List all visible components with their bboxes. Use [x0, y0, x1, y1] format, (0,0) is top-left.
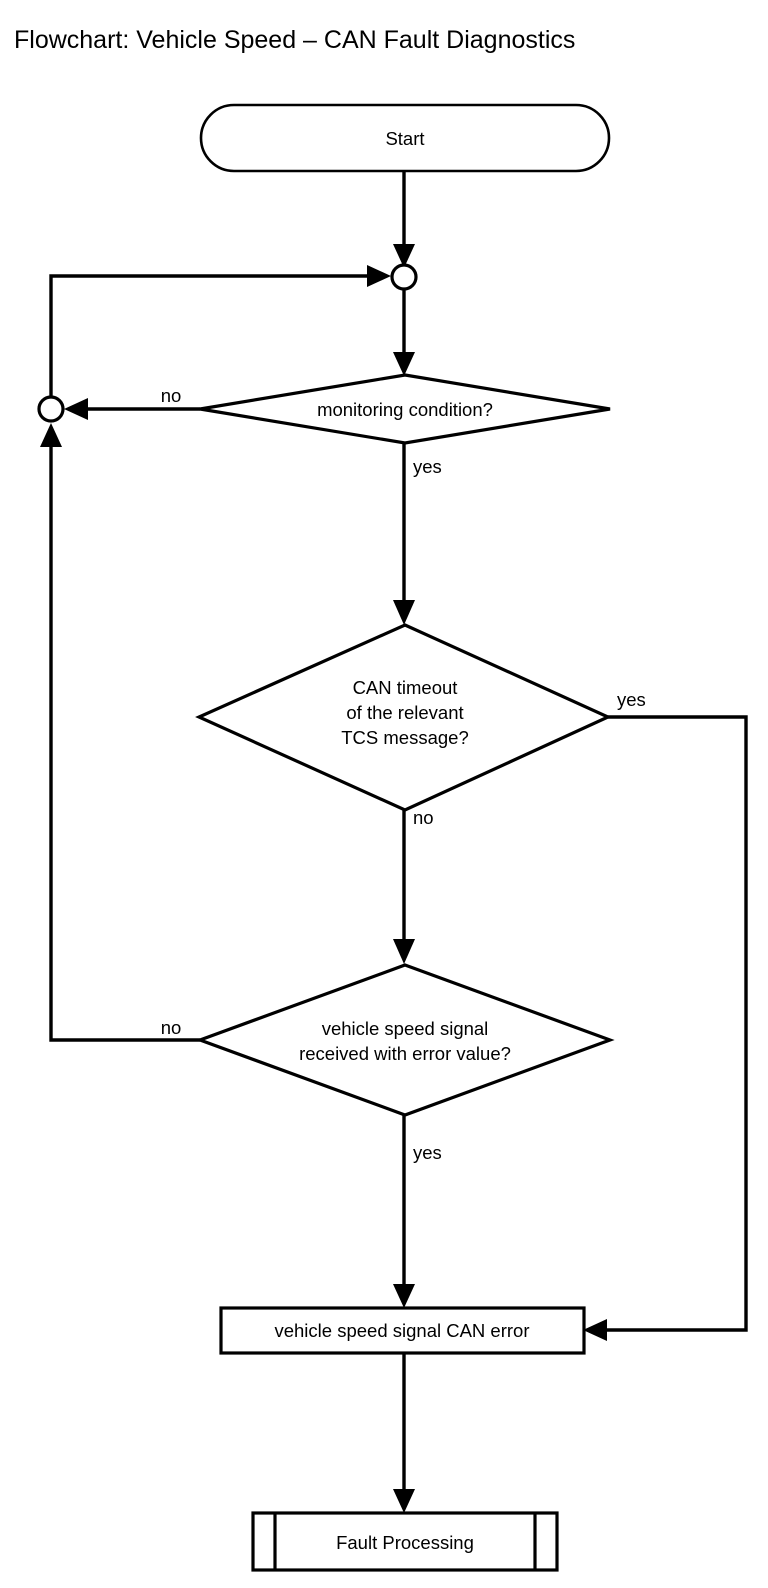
- junction-top[interactable]: [390, 263, 418, 291]
- decision-error-value-label-line1: vehicle speed signal: [322, 1018, 489, 1039]
- arrowhead-monitoring-no: [64, 398, 88, 420]
- arrowhead-error-value-no: [40, 423, 62, 447]
- decision-can-timeout-label-line3: TCS message?: [341, 727, 469, 748]
- decision-error-value-shape: [195, 963, 615, 1117]
- arrowhead-loop-to-junction: [367, 265, 391, 287]
- edge-label-can-timeout-yes: yes: [617, 689, 646, 710]
- node-decision-monitoring[interactable]: monitoring condition?: [199, 373, 611, 445]
- arrowhead-process-to-fault: [393, 1489, 415, 1513]
- arrowhead-can-timeout-yes: [583, 1319, 607, 1341]
- node-decision-can-timeout[interactable]: CAN timeout of the relevant TCS message?: [195, 623, 612, 812]
- arrowhead-error-value-yes: [393, 1284, 415, 1308]
- junction-left-circle: [37, 395, 65, 423]
- edge-label-can-timeout-no: no: [413, 807, 434, 828]
- connector-loop-to-junction: [49, 274, 374, 397]
- edge-label-error-value-yes: yes: [413, 1142, 442, 1163]
- arrowhead-can-timeout-no: [393, 939, 415, 964]
- arrowhead-monitoring-yes: [393, 600, 415, 625]
- decision-can-timeout-label-line1: CAN timeout: [353, 677, 458, 698]
- decision-can-timeout-shape: [195, 623, 612, 812]
- edge-label-monitoring-no: no: [161, 385, 182, 406]
- edge-label-monitoring-yes: yes: [413, 456, 442, 477]
- node-process-can-error[interactable]: vehicle speed signal CAN error: [219, 1306, 586, 1355]
- arrowhead-junction-to-monitoring: [393, 352, 415, 376]
- start-shape: [199, 103, 611, 173]
- arrowhead-start-to-junction: [393, 244, 415, 268]
- junction-left[interactable]: [37, 395, 65, 423]
- start-label: Start: [385, 128, 424, 149]
- junction-top-circle: [390, 263, 418, 291]
- node-start[interactable]: Start: [199, 103, 611, 173]
- process-can-error-label: vehicle speed signal CAN error: [274, 1320, 529, 1341]
- node-decision-error-value[interactable]: vehicle speed signal received with error…: [195, 963, 615, 1117]
- fault-processing-label: Fault Processing: [336, 1532, 474, 1553]
- edge-label-error-value-no: no: [161, 1017, 182, 1038]
- decision-error-value-label-line2: received with error value?: [299, 1043, 511, 1064]
- decision-monitoring-shape: [199, 373, 611, 445]
- node-fault-processing[interactable]: Fault Processing: [251, 1511, 559, 1572]
- decision-can-timeout-label-line2: of the relevant: [346, 702, 463, 723]
- page-title: Flowchart: Vehicle Speed – CAN Fault Dia…: [14, 26, 575, 54]
- fault-processing-shape: [251, 1511, 559, 1572]
- connector-error-value-no: [49, 440, 200, 1042]
- decision-monitoring-label: monitoring condition?: [317, 399, 493, 420]
- connector-can-timeout-yes: [600, 715, 748, 1332]
- process-can-error-shape: [219, 1306, 586, 1355]
